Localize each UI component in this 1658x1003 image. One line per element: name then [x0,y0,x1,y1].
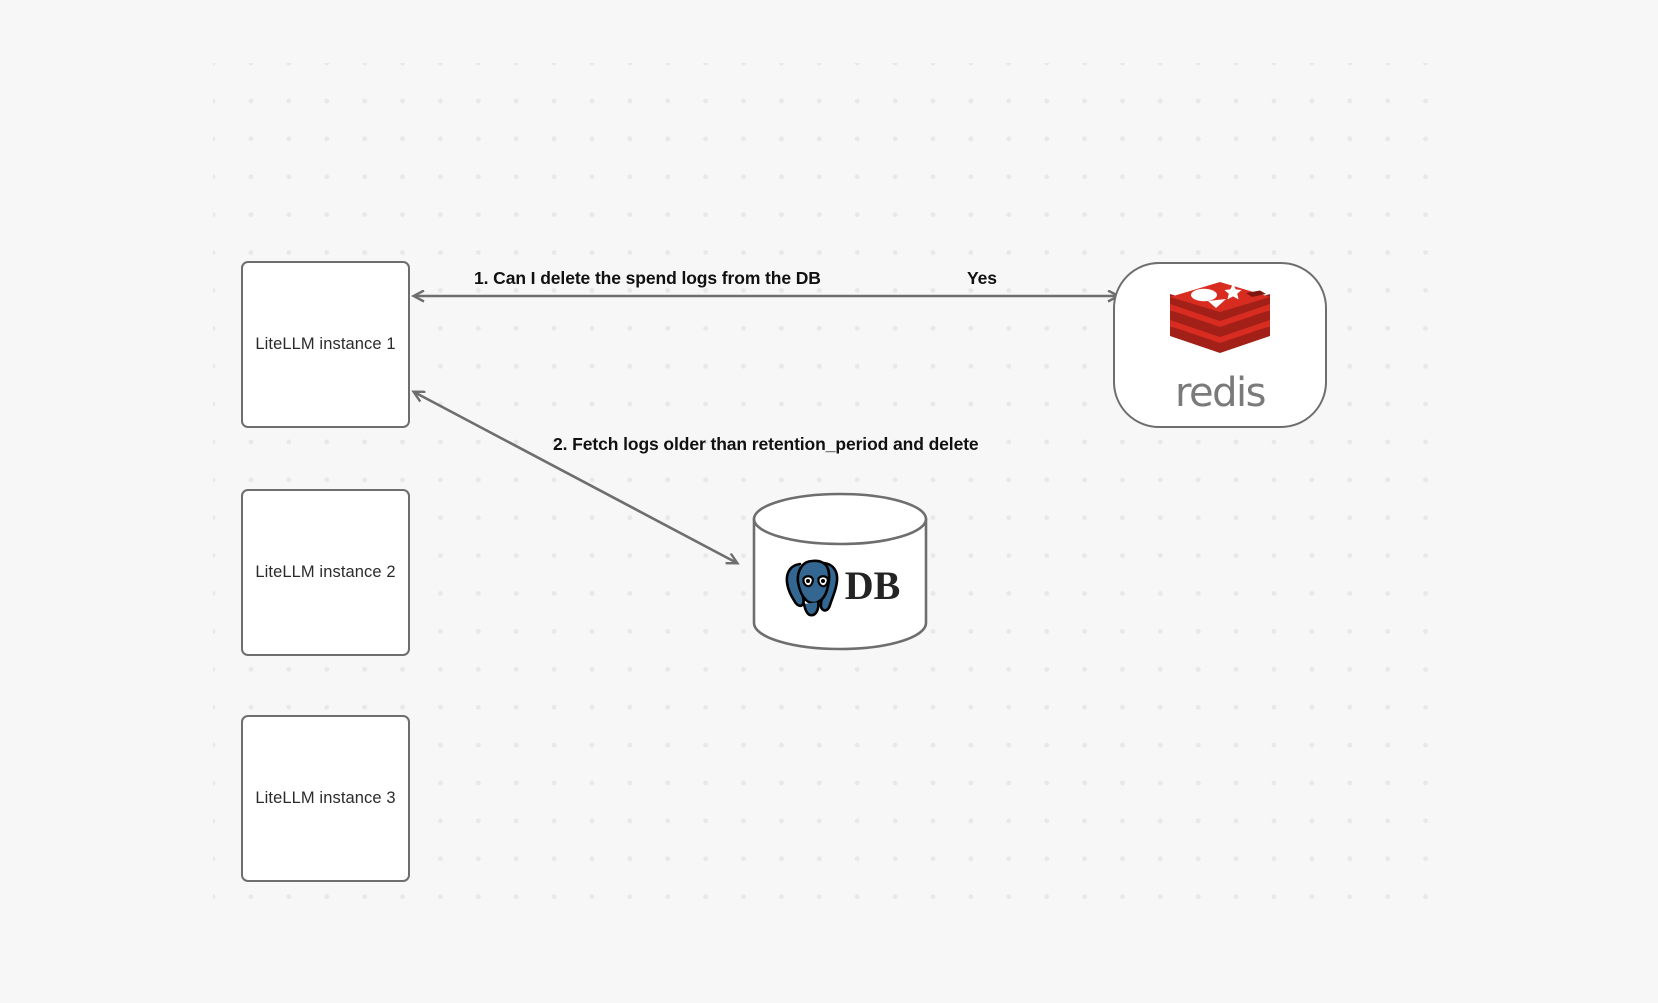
redis-logo-icon [1170,282,1270,353]
node-litellm-instance-3-label: LiteLLM instance 3 [255,789,396,807]
postgresql-elephant-icon [783,557,841,618]
node-litellm-instance-2-label: LiteLLM instance 2 [255,563,396,581]
db-logo-group: DB [752,493,928,649]
edge-label-step-1: 1. Can I delete the spend logs from the … [474,268,821,288]
node-litellm-instance-3[interactable]: LiteLLM instance 3 [241,715,410,882]
node-litellm-instance-2[interactable]: LiteLLM instance 2 [241,489,410,656]
edge-label-yes: Yes [967,268,997,288]
db-cylinder-shape [752,492,928,651]
node-litellm-instance-1-label: LiteLLM instance 1 [255,335,396,353]
redis-wordmark-label: redis [1174,370,1267,416]
edge-label-step-2: 2. Fetch logs older than retention_perio… [553,434,979,454]
redis-logo-group: redis [1164,279,1276,413]
node-litellm-instance-1[interactable]: LiteLLM instance 1 [241,261,410,428]
db-label: DB [844,563,901,608]
node-db[interactable]: DB [752,493,928,649]
node-redis[interactable]: redis [1113,262,1327,428]
edge-db-litellm1 [414,392,737,563]
